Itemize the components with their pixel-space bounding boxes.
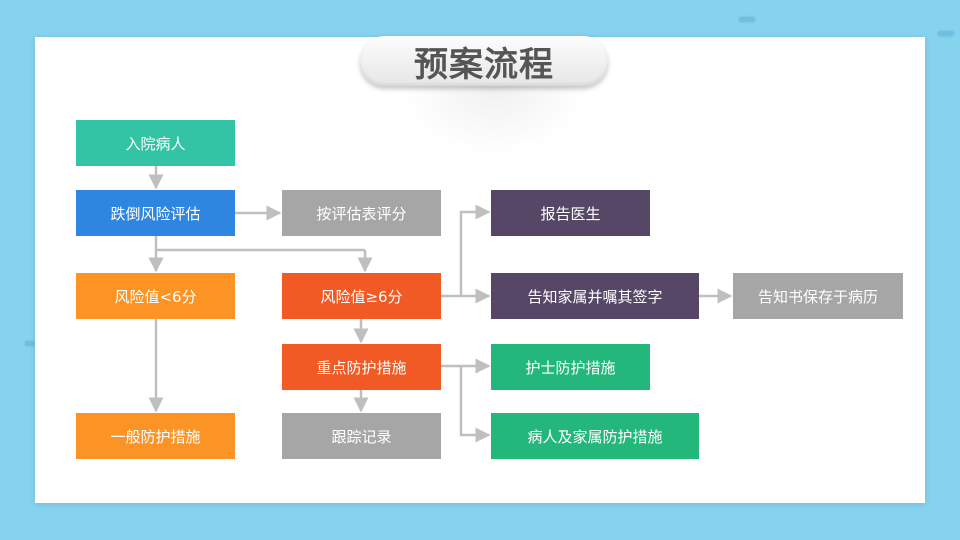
- node-key-protect: 重点防护措施: [282, 344, 441, 390]
- arrow-to-report-doctor: [459, 204, 491, 296]
- node-family-protect: 病人及家属防护措施: [491, 413, 699, 459]
- arrow-to-family-protect: [459, 366, 491, 443]
- node-nurse-protect: 护士防护措施: [491, 344, 650, 390]
- decor-pill: [739, 17, 755, 22]
- page-title: 预案流程: [414, 44, 554, 85]
- node-report-doctor: 报告医生: [491, 190, 650, 236]
- node-track-record: 跟踪记录: [282, 413, 441, 459]
- node-risk-high: 风险值≥6分: [282, 273, 441, 319]
- node-score-by-table: 按评估表评分: [282, 190, 441, 236]
- node-general-protect: 一般防护措施: [76, 413, 235, 459]
- node-inform-family: 告知家属并嘱其签字: [491, 273, 699, 319]
- title-shadow: [400, 86, 590, 156]
- node-risk-low: 风险值<6分: [76, 273, 235, 319]
- decor-pill: [938, 31, 954, 36]
- title-tab: 预案流程: [360, 36, 608, 86]
- node-admit: 入院病人: [76, 120, 235, 166]
- decor-pill: [25, 341, 35, 346]
- node-keep-notice: 告知书保存于病历: [733, 273, 903, 319]
- node-fall-assess: 跌倒风险评估: [76, 190, 235, 236]
